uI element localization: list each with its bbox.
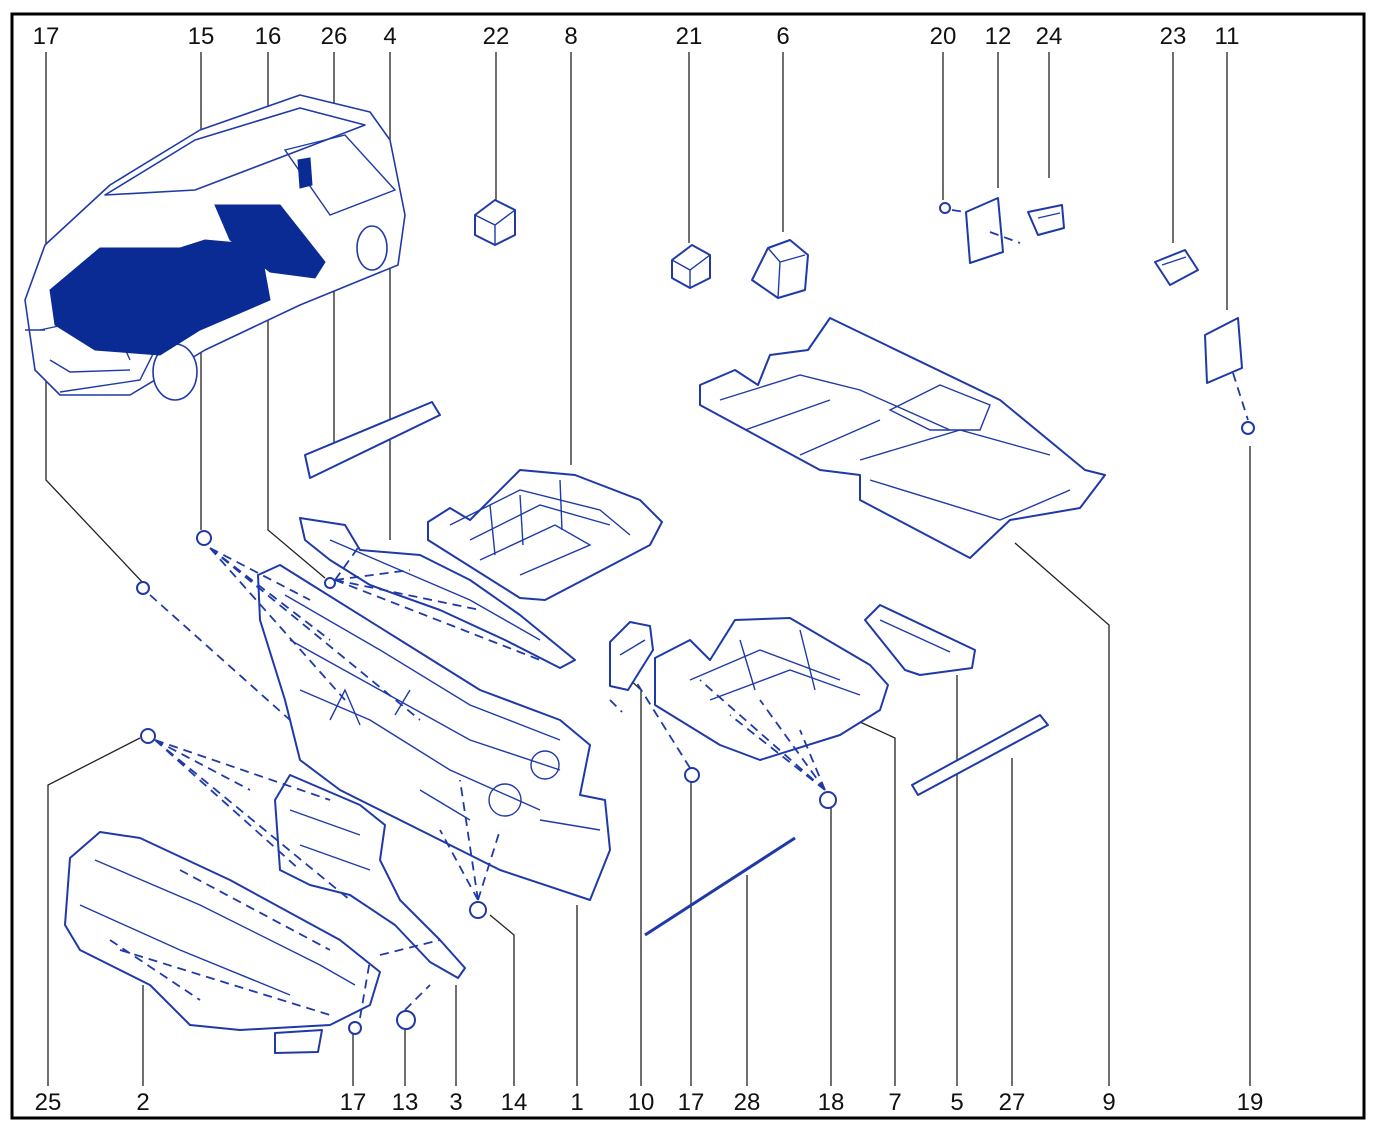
label-24: 24 [1036,23,1063,50]
label-10: 10 [628,1089,655,1116]
part-9-rear-floor [699,317,1106,559]
label-1: 1 [570,1089,583,1116]
part-1-bulkhead-insulation [257,564,611,901]
part-19-clip [1241,421,1255,435]
label-26: 26 [321,23,348,50]
part-26-strip [304,401,441,479]
vehicle-thumbnail [24,94,406,401]
part-28-rod [644,836,796,937]
label-28: 28 [734,1089,761,1116]
label-17-bottom-a: 17 [340,1089,367,1116]
label-8: 8 [564,23,577,50]
label-11: 11 [1215,23,1240,50]
label-12: 12 [985,23,1012,50]
label-27: 27 [999,1089,1026,1116]
part-4-upper-insulation [299,517,576,669]
label-23: 23 [1160,23,1187,50]
label-9: 9 [1102,1089,1115,1116]
part-22-block [474,199,516,246]
labels-bottom: 25 2 17 13 3 14 1 10 17 28 18 7 5 27 9 1… [35,1089,1264,1116]
part-7-carpet [654,617,889,761]
part-11-pad [1204,317,1249,421]
labels-top: 17 15 16 26 4 22 8 21 6 20 12 24 23 11 [33,23,1240,50]
part-8-front-carpet [427,469,663,601]
label-4: 4 [383,23,396,50]
part-27-strip [911,714,1049,796]
label-21: 21 [676,23,703,50]
diagram-frame [10,12,1366,1120]
label-17-top: 17 [33,23,60,50]
part-20-clip [939,202,966,214]
label-3: 3 [449,1089,462,1116]
label-17-bottom-b: 17 [678,1089,705,1116]
part-3-insulation [274,774,466,979]
label-16: 16 [255,23,282,50]
label-5: 5 [950,1089,963,1116]
part-6-bracket [751,239,809,299]
label-15: 15 [188,23,215,50]
label-22: 22 [483,23,510,50]
label-7: 7 [888,1089,901,1116]
label-18: 18 [818,1089,845,1116]
part-5-insulation [864,604,976,676]
part-21-block [671,244,711,289]
label-20: 20 [930,23,957,50]
part-24-clip [1027,204,1065,236]
label-13: 13 [392,1089,419,1116]
label-25: 25 [35,1089,62,1116]
part-2-mat [64,831,381,1054]
label-2: 2 [136,1089,149,1116]
part-12-pad [965,197,1021,264]
label-19: 19 [1237,1089,1264,1116]
part-10-pad [609,621,654,691]
fasteners [136,530,837,1035]
assembly-lines [109,544,826,1019]
label-6: 6 [776,23,789,50]
label-14: 14 [501,1089,528,1116]
part-23-clip [1154,249,1199,286]
